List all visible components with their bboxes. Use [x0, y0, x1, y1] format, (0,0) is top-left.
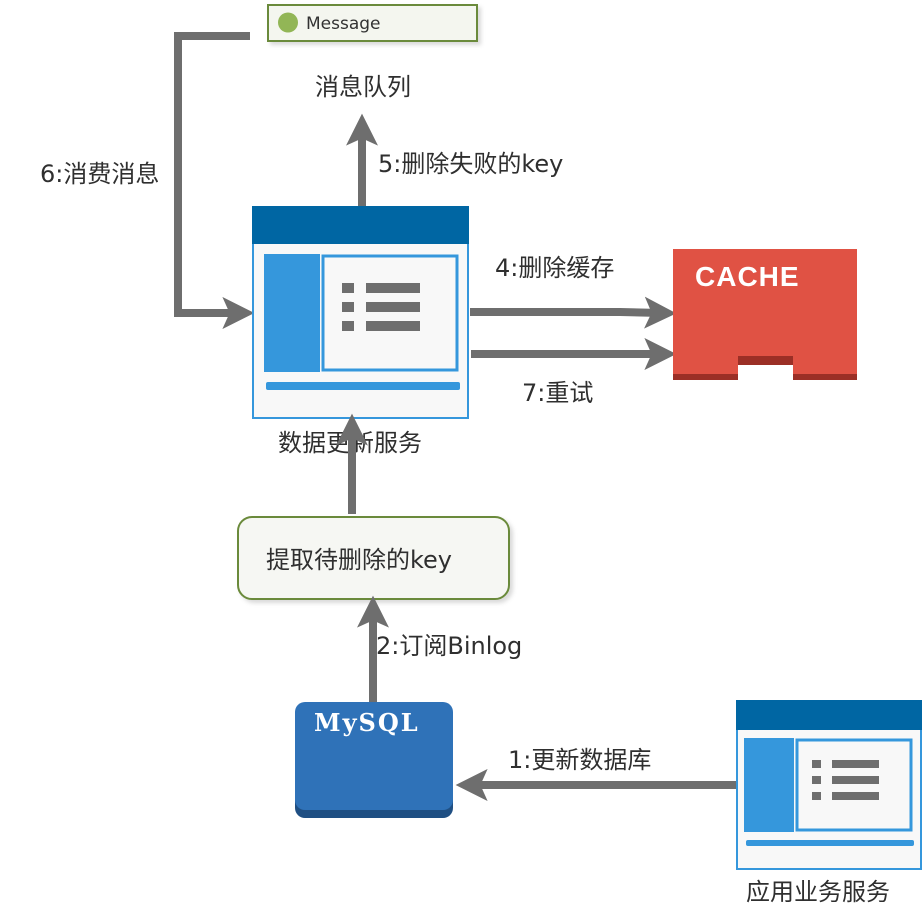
edge-label-subscribe-binlog: 2:订阅Binlog	[376, 632, 522, 660]
extract-keys-label: 提取待删除的key	[266, 546, 452, 574]
cache-block-icon: CACHE	[673, 249, 857, 380]
list-icon	[812, 760, 879, 800]
edge-label-retry: 7:重试	[522, 379, 593, 407]
edge-consume-message	[174, 32, 255, 329]
list-icon	[342, 283, 420, 331]
cache-label: CACHE	[695, 261, 800, 292]
edge-label-consume-message: 6:消费消息	[40, 160, 159, 188]
edge-label-delete-cache: 4:删除缓存	[495, 254, 614, 282]
edge-label-failed-keys: 5:删除失败的key	[378, 150, 563, 178]
message-chip-label: Message	[306, 14, 381, 34]
app-service	[736, 700, 922, 870]
edge-delete-cache	[470, 296, 677, 329]
queue-label: 消息队列	[315, 73, 411, 101]
database-icon: MySQL	[295, 702, 453, 818]
green-dot-icon	[278, 12, 298, 33]
data-update-service	[252, 206, 469, 419]
message-chip: Message	[267, 4, 478, 42]
edge-label-update-database: 1:更新数据库	[508, 746, 651, 774]
app-service-label: 应用业务服务	[746, 878, 890, 906]
mysql-label: MySQL	[314, 708, 420, 737]
